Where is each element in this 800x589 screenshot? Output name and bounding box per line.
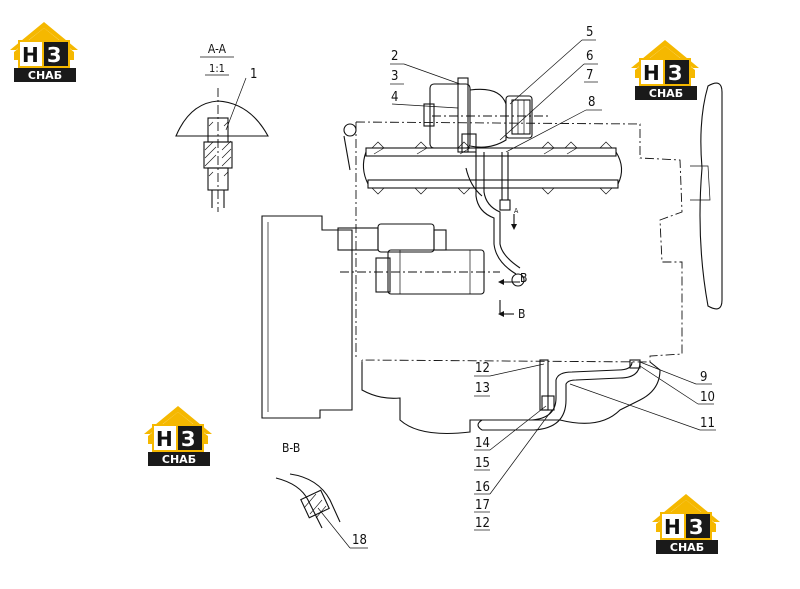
callout-14: 14 [475, 436, 490, 451]
callout-18: 18 [352, 533, 367, 548]
callout-15: 15 [475, 456, 490, 471]
callout-12-upper: 12 [475, 361, 490, 376]
view-marker-b: B B [498, 271, 527, 321]
callout-13: 13 [475, 381, 490, 396]
pump-assembly [423, 77, 548, 287]
callout-6: 6 [586, 49, 593, 64]
callout-numbers: 2 3 4 5 6 7 8 9 10 11 12 13 14 15 16 17 … [352, 25, 715, 548]
callout-10: 10 [700, 390, 715, 405]
logo-mark-h: Н [664, 515, 681, 539]
section-a-a: A-A 1:1 1 [175, 42, 269, 212]
section-aa-title: A-A [208, 42, 227, 56]
logo-bottom-right: Н З СНАБ [652, 494, 720, 554]
logo-mark-h: Н [643, 61, 660, 85]
section-b-b: B-B [275, 441, 368, 549]
callout-17: 17 [475, 498, 490, 513]
lower-pipe [477, 359, 641, 431]
logo-caption: СНАБ [28, 69, 62, 82]
callout-16: 16 [475, 480, 490, 495]
callout-5: 5 [586, 25, 593, 40]
logo-mark-z: З [47, 43, 61, 67]
logo-caption: СНАБ [649, 87, 683, 100]
callout-9: 9 [700, 370, 707, 385]
logo-caption: СНАБ [162, 453, 196, 466]
callout-11: 11 [700, 416, 715, 431]
logo-mark-z: З [181, 427, 195, 451]
callout-8: 8 [588, 95, 595, 110]
logo-middle-left: Н З СНАБ [144, 406, 212, 466]
engine-block [261, 82, 723, 435]
callout-2: 2 [391, 49, 398, 64]
callout-leaders [390, 39, 716, 531]
callout-4: 4 [391, 90, 398, 105]
callout-12-lower: 12 [475, 516, 490, 531]
logo-caption: СНАБ [670, 541, 704, 554]
fuel-rail [362, 141, 623, 195]
view-b-label-top: B [520, 271, 527, 285]
callout-3: 3 [391, 69, 398, 84]
section-bb-title: B-B [282, 441, 300, 455]
section-aa-scale: 1:1 [209, 62, 225, 75]
starter-motor [337, 223, 500, 295]
logo-mark-h: Н [22, 43, 39, 67]
view-a-label: A [514, 207, 519, 215]
logo-mark-h: Н [156, 427, 173, 451]
logo-top-left: Н З СНАБ [10, 22, 78, 82]
logo-mark-z: З [668, 61, 682, 85]
callout-1: 1 [250, 67, 257, 82]
view-marker-a: A [511, 207, 519, 230]
callout-7: 7 [586, 68, 593, 83]
logo-top-right: Н З СНАБ [631, 40, 699, 100]
logo-mark-z: З [689, 515, 703, 539]
view-b-label-bottom: B [518, 307, 525, 321]
